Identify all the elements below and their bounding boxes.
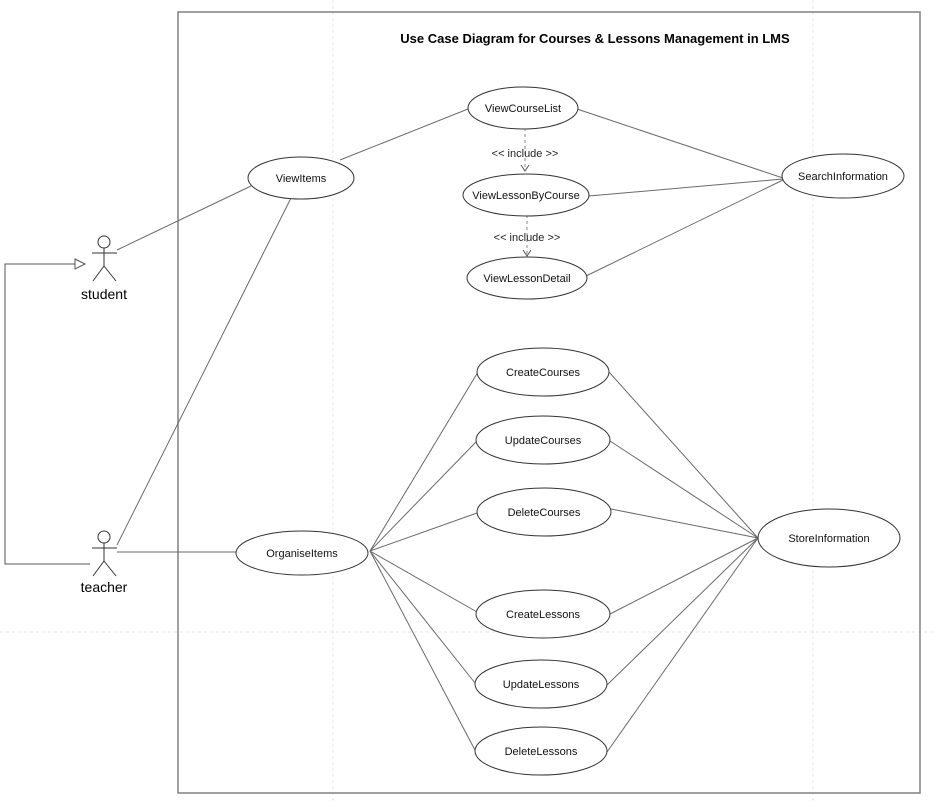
assoc-viewlessonbycourse-search [588, 178, 784, 197]
actor-leg-left [92, 265, 105, 282]
actor-student[interactable]: student [81, 235, 127, 302]
actor-leg-right [103, 560, 117, 577]
assoc-teacher-viewitems [116, 197, 292, 546]
use-case-label: ViewCourseList [485, 103, 561, 115]
assoc-organise-deletecourses [369, 512, 478, 552]
include-arrowhead-1 [520, 164, 530, 172]
assoc-organise-updatelessons [369, 550, 476, 684]
use-case-view-course-list[interactable]: ViewCourseList [467, 86, 579, 130]
actor-head [97, 235, 111, 249]
use-case-label: OrganiseItems [266, 548, 338, 560]
use-case-label: CreateCourses [506, 367, 580, 379]
assoc-organise-deletelessons [369, 550, 477, 753]
use-case-search-information[interactable]: SearchInformation [781, 153, 905, 199]
generalization-teacher-student [4, 258, 90, 565]
diagram-title: Use Case Diagram for Courses & Lessons M… [400, 31, 790, 46]
assoc-createlessons-store [609, 537, 759, 615]
assoc-organise-updatecourses [369, 441, 477, 552]
include-arrowhead-2 [522, 249, 532, 257]
assoc-viewlessondetail-search [585, 179, 784, 277]
use-case-create-courses[interactable]: CreateCourses [476, 347, 610, 397]
use-case-organise-items[interactable]: OrganiseItems [235, 530, 369, 576]
use-case-view-lesson-detail[interactable]: ViewLessonDetail [466, 256, 588, 300]
include-label-2: << include >> [494, 232, 561, 244]
use-case-label: ViewItems [276, 173, 327, 185]
use-case-label: SearchInformation [798, 171, 888, 183]
assoc-deletecourses-store [610, 508, 759, 539]
actor-teacher-label: teacher [81, 579, 128, 595]
use-case-label: DeleteCourses [508, 507, 581, 519]
use-case-label: UpdateCourses [505, 435, 582, 447]
assoc-updatelessons-store [606, 537, 759, 686]
assoc-deletelessons-store [606, 537, 759, 753]
use-case-delete-courses[interactable]: DeleteCourses [476, 487, 612, 537]
actor-student-label: student [81, 286, 127, 302]
generalization-arrowhead [74, 258, 87, 270]
use-case-label: ViewLessonByCourse [472, 190, 579, 202]
use-case-label: UpdateLessons [503, 679, 580, 691]
use-case-create-lessons[interactable]: CreateLessons [475, 589, 611, 639]
use-case-label: StoreInformation [788, 533, 869, 545]
assoc-student-viewitems [116, 185, 252, 251]
use-case-label: CreateLessons [506, 609, 580, 621]
include-dependencies: << include >> << include >> [492, 128, 561, 257]
use-case-label: ViewLessonDetail [483, 273, 570, 285]
associations [116, 108, 784, 753]
actor-leg-left [92, 560, 105, 577]
system-boundary [177, 11, 921, 794]
assoc-updatecourses-store [609, 440, 759, 539]
assoc-viewitems-viewcourselist [339, 108, 469, 161]
assoc-organise-createcourses [369, 371, 479, 552]
use-case-update-courses[interactable]: UpdateCourses [475, 415, 611, 465]
use-case-delete-lessons[interactable]: DeleteLessons [474, 726, 608, 776]
include-label-1: << include >> [492, 148, 559, 160]
use-case-update-lessons[interactable]: UpdateLessons [474, 659, 608, 709]
actor-head [97, 530, 111, 544]
use-case-store-information[interactable]: StoreInformation [757, 508, 901, 568]
actor-leg-right [103, 265, 117, 282]
use-case-view-lesson-by-course[interactable]: ViewLessonByCourse [462, 173, 590, 217]
assoc-viewcourselist-search [576, 108, 784, 179]
actor-teacher[interactable]: teacher [81, 530, 128, 595]
use-case-label: DeleteLessons [505, 746, 578, 758]
assoc-organise-createlessons [369, 550, 478, 613]
use-case-view-items[interactable]: ViewItems [247, 156, 355, 200]
assoc-createcourses-store [608, 371, 759, 539]
